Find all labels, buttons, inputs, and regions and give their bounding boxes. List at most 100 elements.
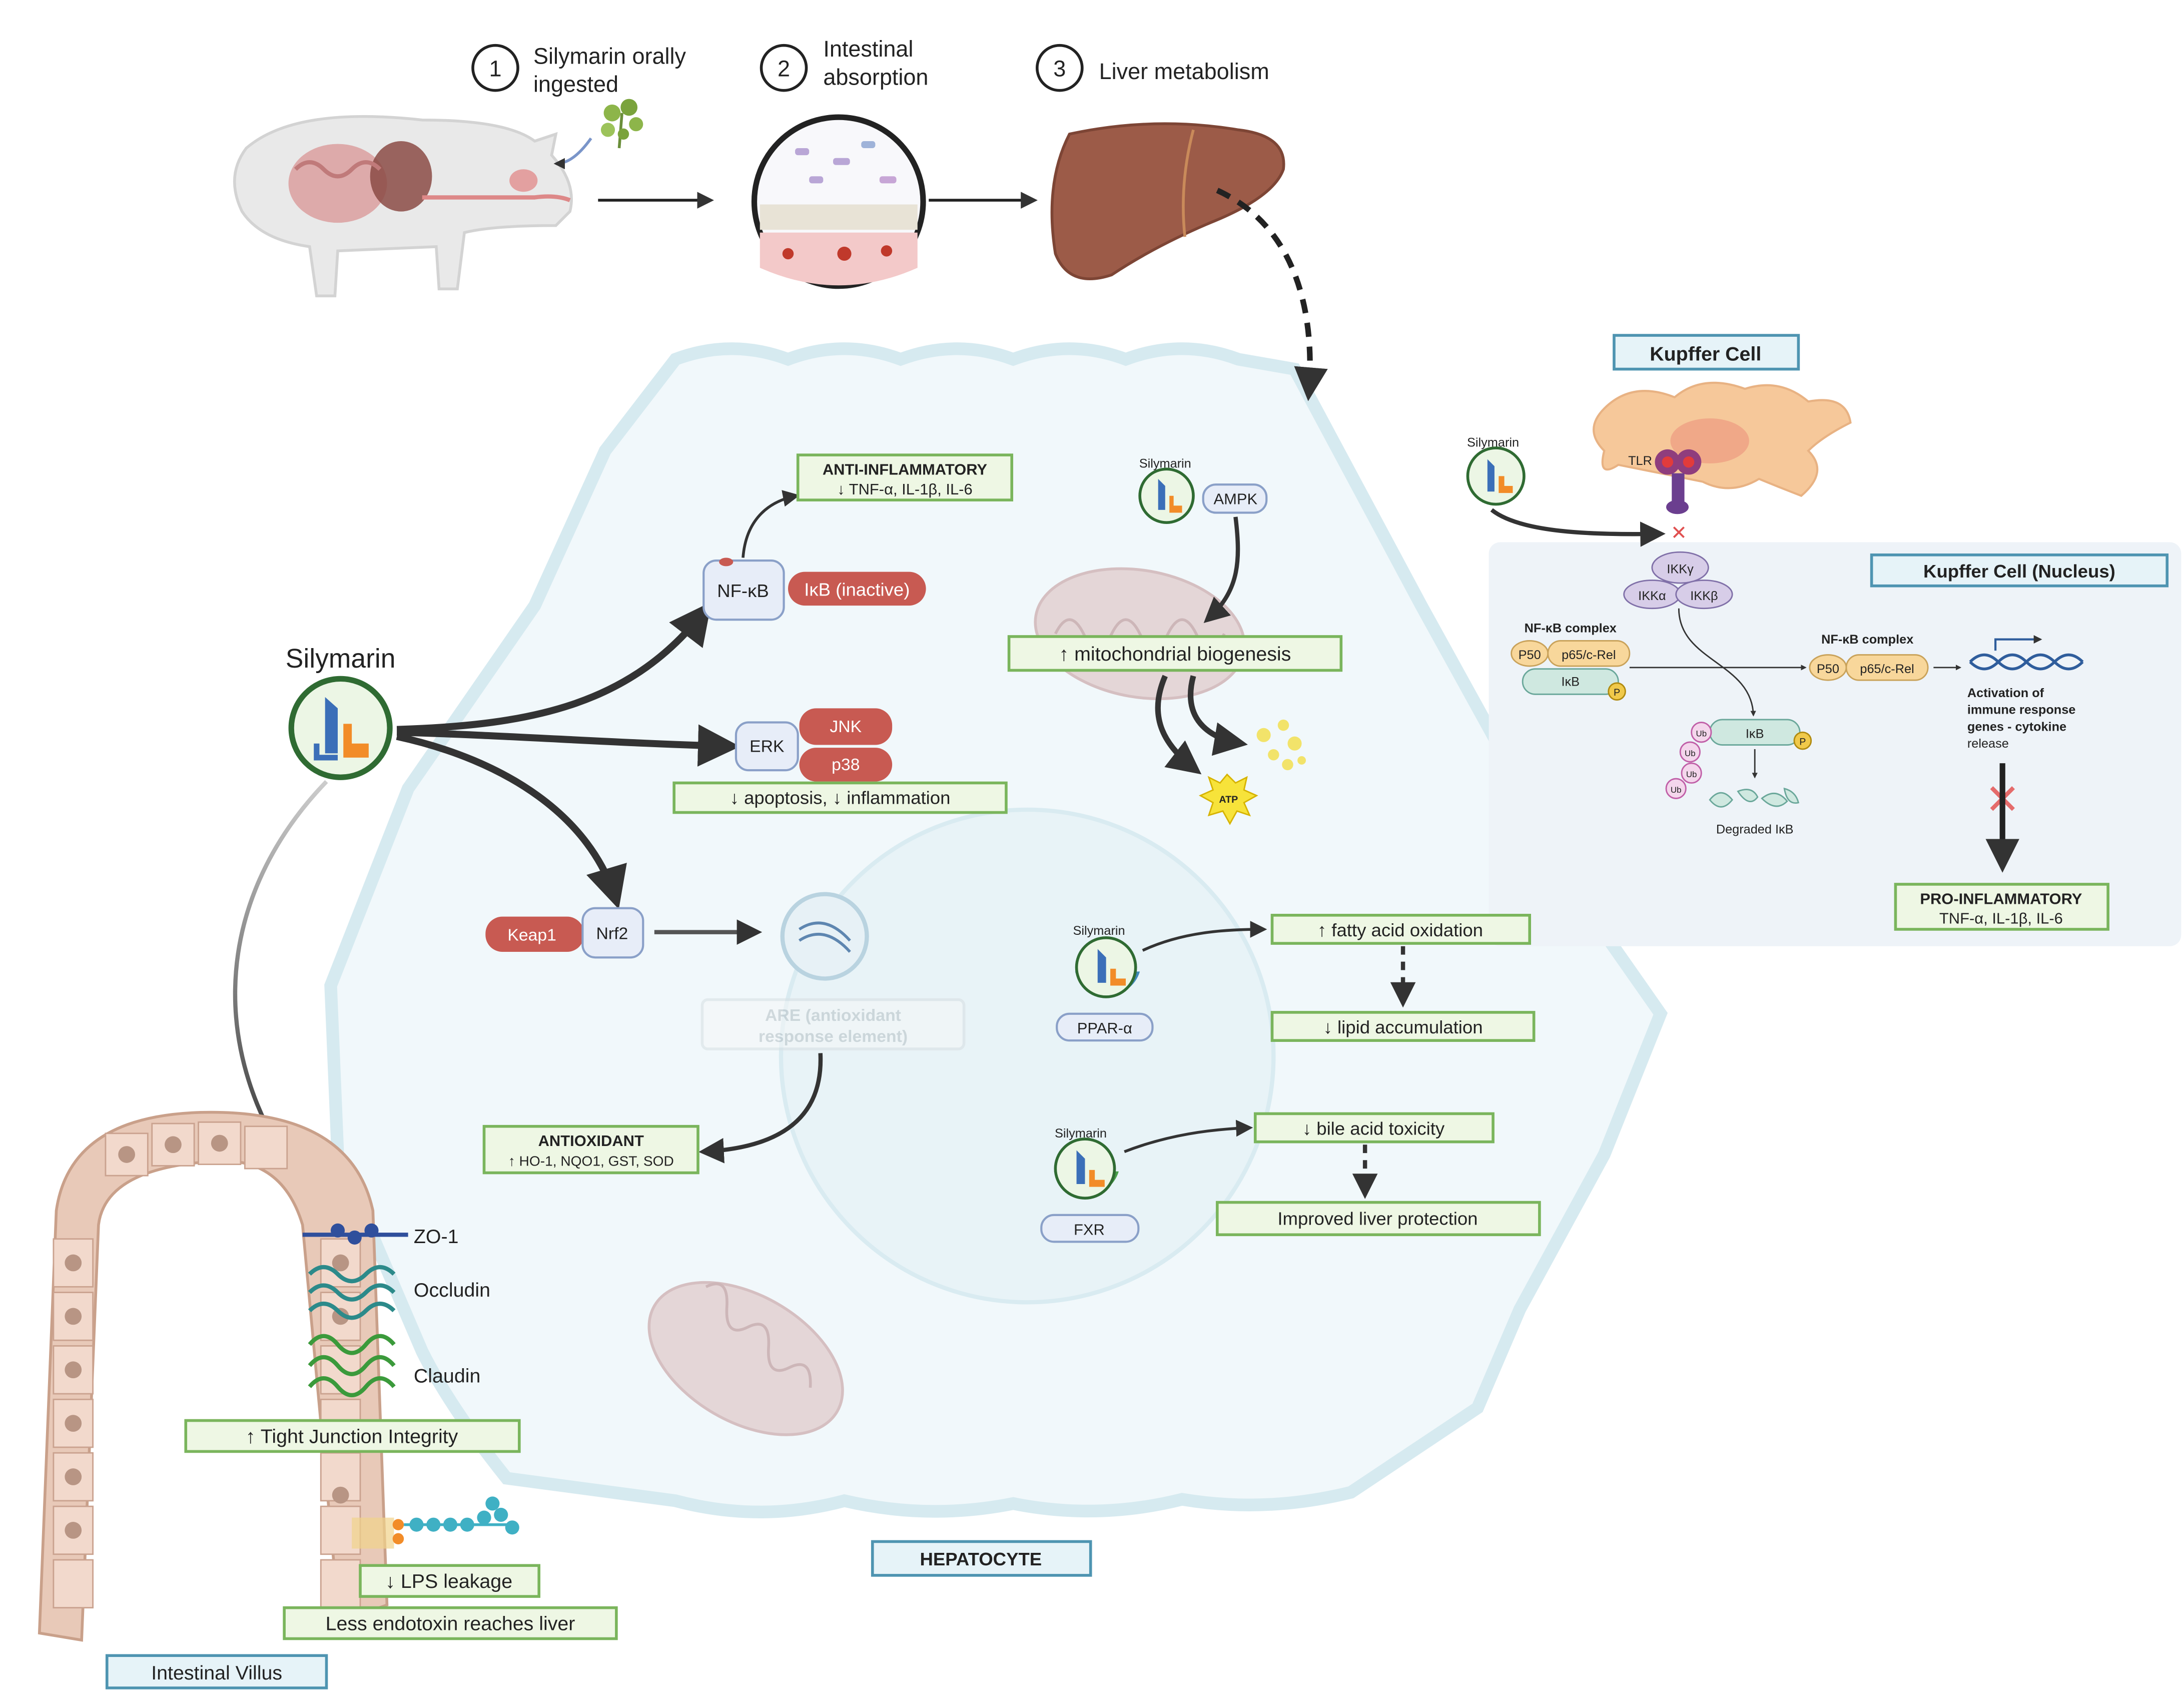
nfkb-complex-1: NF-κB complex P50 p65/c-Rel IκB P — [1511, 622, 1631, 701]
keap1-label: Keap1 — [507, 925, 556, 944]
are-box: ARE (antioxidant response element) — [700, 998, 966, 1050]
kupffer-cell-illustration — [1593, 381, 1852, 497]
ikb-degradation: IκB P Ub Ub Ub Ub Degraded IκB — [1665, 719, 1812, 837]
claudin-protein-icon — [308, 1334, 396, 1397]
ampk-node: Silymarin AMPK — [1138, 456, 1268, 524]
ppar-node: Silymarin PPAR-α — [1056, 924, 1154, 1042]
mapk-effect-label: ↓ apoptosis, ↓ inflammation — [730, 788, 951, 808]
silymarin-icon — [1466, 446, 1526, 506]
ikk-beta-label: IKKβ — [1690, 589, 1718, 603]
lipid-label: ↓ lipid accumulation — [1323, 1017, 1483, 1037]
ub-label: Ub — [1671, 785, 1682, 795]
activation-label: immune response — [1967, 703, 2076, 717]
kupffer-nucleus-label: Kupffer Cell (Nucleus) — [1923, 561, 2115, 582]
step-1: 1 Silymarin orally ingested — [471, 43, 686, 97]
step-number: 3 — [1053, 56, 1066, 82]
fxr-node: Silymarin FXR — [1040, 1126, 1140, 1243]
silymarin-label: Silymarin — [286, 644, 396, 674]
ikb-label: IκB — [1746, 727, 1764, 741]
fatty-acid-box: ↑ fatty acid oxidation — [1270, 914, 1531, 945]
step-label: Silymarin orally — [533, 43, 686, 69]
arrow-to-bile-acid — [1124, 1119, 1253, 1153]
p38-label: p38 — [832, 755, 860, 774]
erk-label: ERK — [750, 737, 785, 756]
atp-label: ATP — [1219, 794, 1238, 805]
liver-illustration — [1050, 122, 1285, 280]
pro-inflammatory-sub: TNF-α, IL-1β, IL-6 — [1939, 910, 2063, 927]
p65-label: p65/c-Rel — [1562, 648, 1616, 662]
tight-junction-label: ↑ Tight Junction Integrity — [246, 1426, 458, 1448]
arrow-to-fatty-acid — [1142, 921, 1267, 952]
nfkb-node: NF-κB IκB (inactive) — [702, 557, 926, 621]
step-number: 2 — [778, 56, 790, 82]
endotoxin-label: Less endotoxin reaches liver — [326, 1613, 575, 1635]
tlr-label: TLR — [1628, 454, 1652, 468]
hepatocyte-label: HEPATOCYTE — [920, 1549, 1042, 1569]
p50-label: P50 — [1519, 648, 1541, 662]
arrow-to-tlr — [1490, 508, 1666, 547]
lps-box: ↓ LPS leakage — [359, 1564, 540, 1598]
liver-protection-box: Improved liver protection — [1216, 1201, 1541, 1237]
step-label: Intestinal — [823, 36, 913, 62]
ppar-label: PPAR-α — [1077, 1019, 1132, 1037]
nfkb-label: NF-κB — [717, 581, 769, 601]
fatty-acid-label: ↑ fatty acid oxidation — [1317, 920, 1483, 940]
intestinal-absorption-circle — [751, 114, 926, 289]
antioxidant-box: ANTIOXIDANT ↑ HO-1, NQO1, GST, SOD — [482, 1124, 699, 1175]
lps-label: ↓ LPS leakage — [385, 1570, 512, 1592]
arrow-to-mito-biogenesis — [1203, 516, 1240, 624]
step-2: 2 Intestinal absorption — [760, 36, 928, 92]
arrow-to-atp — [1155, 675, 1202, 775]
anti-inflammatory-title: ANTI-INFLAMMATORY — [823, 461, 988, 478]
anti-inflammatory-box: ANTI-INFLAMMATORY ↓ TNF-α, IL-1β, IL-6 — [796, 453, 1013, 501]
step-label: absorption — [823, 64, 928, 90]
ub-label: Ub — [1696, 729, 1707, 739]
nfkb-complex-2: NF-κB complex P50 p65/c-Rel — [1809, 633, 1929, 681]
ikk-alpha-label: IKKα — [1638, 589, 1666, 603]
mito-biogenesis-box: ↑ mitochondrial biogenesis — [1007, 635, 1343, 672]
nrf2-node: Keap1 Nrf2 — [485, 907, 644, 959]
kupffer-nucleus-label-box: Kupffer Cell (Nucleus) — [1870, 553, 2169, 588]
bile-acid-box: ↓ bile acid toxicity — [1253, 1112, 1495, 1144]
p65-label: p65/c-Rel — [1860, 662, 1914, 676]
atp-burst-icon: ATP — [1198, 773, 1258, 825]
are-label: ARE (antioxidant — [765, 1006, 901, 1025]
silymarin-icon — [288, 676, 393, 780]
milk-thistle-plant-icon — [600, 99, 643, 149]
lps-molecule-icon — [352, 1496, 519, 1549]
anti-inflammatory-sub: ↓ TNF-α, IL-1β, IL-6 — [837, 480, 973, 498]
tlr-receptor-icon: TLR — [1628, 449, 1702, 514]
jnk-label: JNK — [830, 717, 862, 736]
p50-label: P50 — [1817, 662, 1839, 676]
ikb-inactive-label: IκB (inactive) — [804, 579, 910, 600]
pro-inflammatory-title: PRO-INFLAMMATORY — [1920, 890, 2082, 907]
nfkb-complex-title: NF-κB complex — [1525, 622, 1617, 636]
kupffer-cell-label: Kupffer Cell — [1650, 343, 1761, 365]
mitochondrion-icon — [647, 1281, 844, 1436]
pig-illustration — [233, 115, 592, 298]
antioxidant-sub: ↑ HO-1, NQO1, GST, SOD — [508, 1153, 674, 1169]
hepatocyte-label-box: HEPATOCYTE — [871, 1540, 1092, 1577]
arrow-to-nrf2 — [396, 733, 627, 909]
intestinal-villus-illustration — [38, 1110, 389, 1642]
mapk-node: ERK JNK p38 — [735, 708, 893, 782]
zo1-label: ZO-1 — [414, 1226, 459, 1248]
degraded-fragments-icon — [1709, 787, 1800, 808]
tight-junction-box: ↑ Tight Junction Integrity — [184, 1419, 521, 1453]
nfkb-complex-title: NF-κB complex — [1821, 633, 1913, 647]
step-number: 1 — [489, 56, 501, 82]
zo1-protein-icon — [302, 1223, 408, 1245]
kupffer-cell-label-box: Kupffer Cell — [1613, 334, 1800, 371]
fxr-label: FXR — [1074, 1221, 1105, 1238]
occludin-label: Occludin — [414, 1279, 490, 1301]
endotoxin-box: Less endotoxin reaches liver — [283, 1606, 618, 1640]
antioxidant-title: ANTIOXIDANT — [538, 1132, 644, 1150]
ikk-gamma-label: IKKγ — [1667, 562, 1694, 576]
ikb-label: IκB — [1561, 675, 1580, 689]
intestinal-villus-label-box: Intestinal Villus — [105, 1654, 328, 1689]
claudin-label: Claudin — [414, 1365, 480, 1387]
ub-label: Ub — [1685, 749, 1696, 758]
phospho-label: P — [1614, 687, 1620, 698]
step-3: 3 Liver metabolism — [1036, 44, 1269, 92]
phospho-label: P — [1799, 737, 1806, 748]
